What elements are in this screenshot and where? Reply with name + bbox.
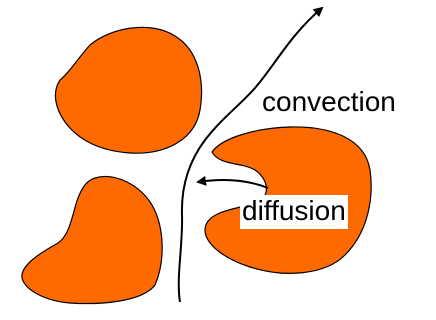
diffusion-label: diffusion — [240, 195, 348, 229]
convection-label: convection — [262, 88, 396, 116]
particle-blob-bottom-left — [22, 177, 162, 304]
particle-blob-top-left — [55, 27, 201, 153]
diffusion-arrow — [198, 180, 268, 188]
